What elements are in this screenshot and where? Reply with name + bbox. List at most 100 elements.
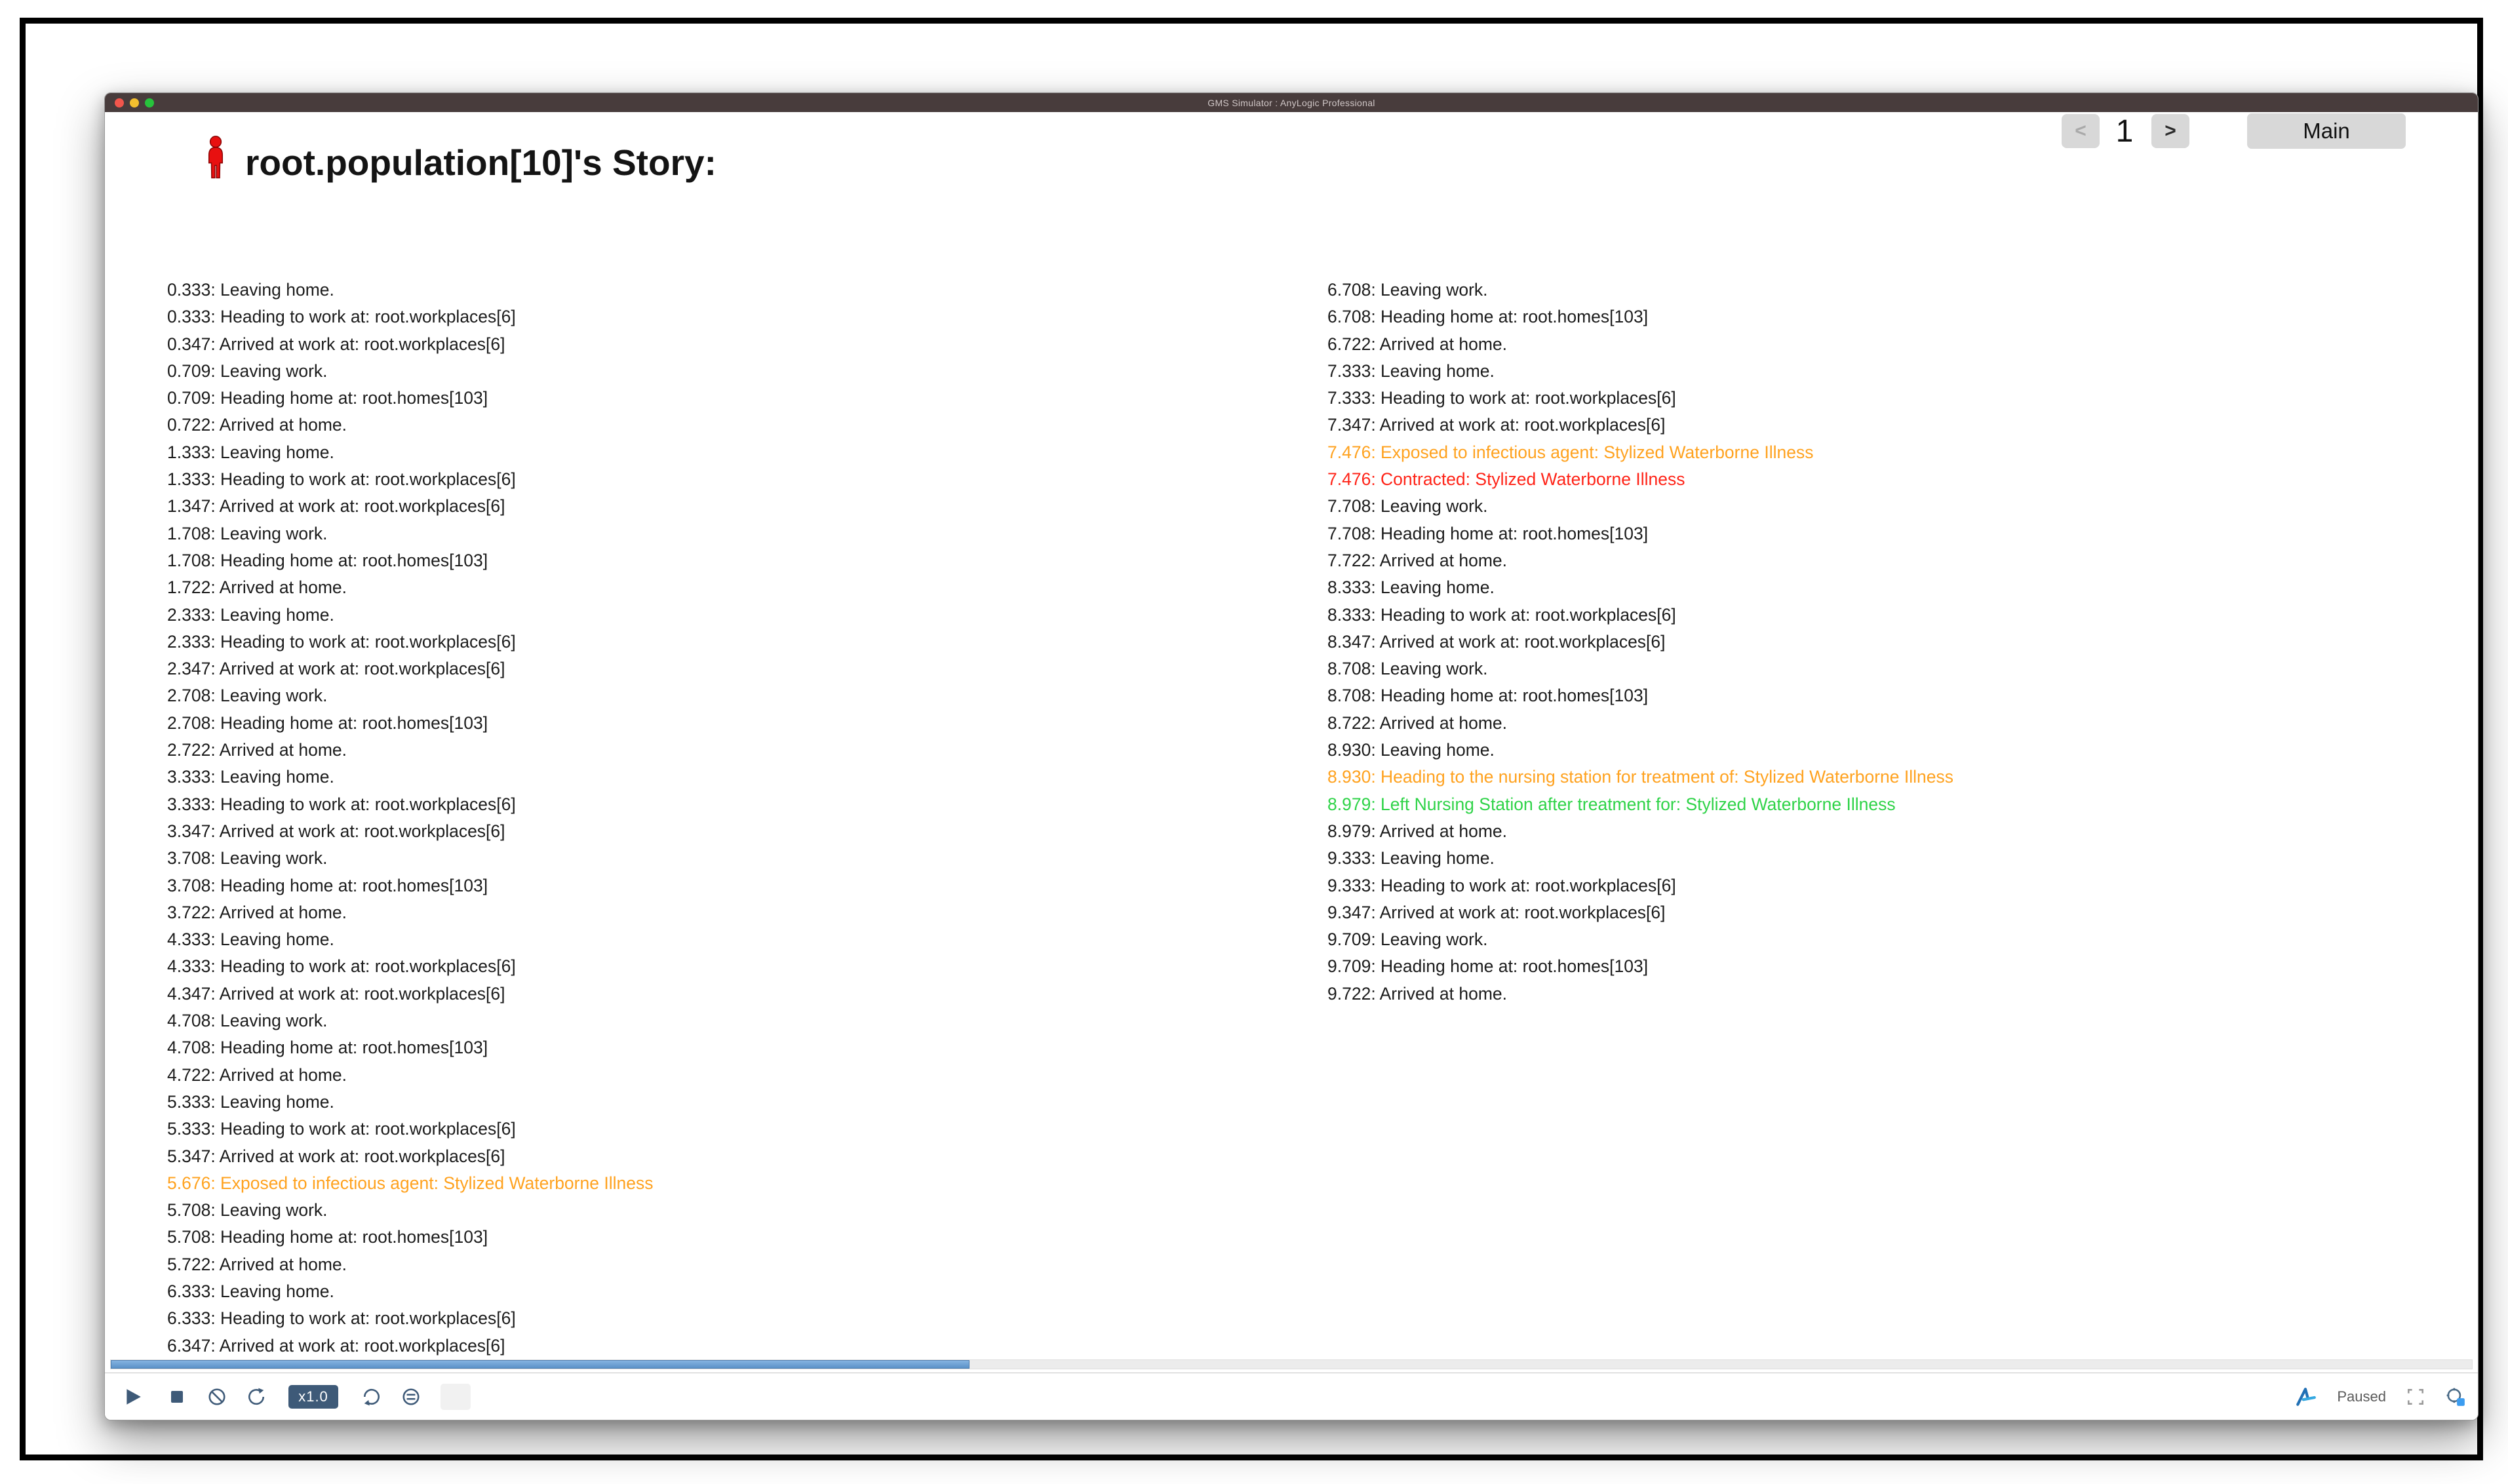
- log-entry: 5.722: Arrived at home.: [167, 1254, 347, 1274]
- page-number: 1: [2115, 113, 2134, 149]
- log-entry: 0.709: Heading home at: root.homes[103]: [167, 388, 488, 408]
- log-entry: 2.722: Arrived at home.: [167, 740, 347, 760]
- main-button[interactable]: Main: [2247, 113, 2406, 149]
- log-entry: 0.333: Leaving home.: [167, 280, 334, 300]
- log-entry: 9.722: Arrived at home.: [1327, 983, 1507, 1004]
- window-titlebar: GMS Simulator : AnyLogic Professional: [105, 93, 2478, 112]
- log-entry: 3.708: Leaving work.: [167, 848, 328, 869]
- inactive-toolbar-button[interactable]: [441, 1383, 471, 1410]
- log-entry: 8.979: Arrived at home.: [1327, 821, 1507, 841]
- simulation-toolbar: x1.0: [105, 1373, 2478, 1420]
- log-entry: 1.347: Arrived at work at: root.workplac…: [167, 496, 505, 517]
- log-entry: 2.333: Heading to work at: root.workplac…: [167, 631, 516, 652]
- log-entry: 8.333: Heading to work at: root.workplac…: [1327, 604, 1676, 625]
- log-entry: 5.347: Arrived at work at: root.workplac…: [167, 1146, 505, 1166]
- log-entry: 7.347: Arrived at work at: root.workplac…: [1327, 415, 1666, 435]
- toolbar-right-group: Paused: [2295, 1373, 2466, 1420]
- log-entry: 1.708: Leaving work.: [167, 523, 328, 543]
- log-entry: 2.347: Arrived at work at: root.workplac…: [167, 659, 505, 679]
- window-title: GMS Simulator : AnyLogic Professional: [1207, 97, 1375, 108]
- log-entry: 3.347: Arrived at work at: root.workplac…: [167, 821, 505, 841]
- log-entry: 4.708: Leaving work.: [167, 1011, 328, 1031]
- log-entry: 8.930: Leaving home.: [1327, 740, 1495, 760]
- zoom-window-button[interactable]: [145, 98, 154, 107]
- rotate-clockwise-icon[interactable]: [246, 1387, 266, 1407]
- story-log-right-column: 6.708: Leaving work. 6.708: Heading home …: [1327, 277, 1953, 1007]
- log-entry: 7.476: Contracted: Stylized Waterborne I…: [1327, 469, 1685, 490]
- log-entry: 4.347: Arrived at work at: root.workplac…: [167, 983, 505, 1004]
- log-entry: 1.722: Arrived at home.: [167, 577, 347, 598]
- log-entry: 9.333: Heading to work at: root.workplac…: [1327, 875, 1676, 895]
- log-entry: 7.708: Leaving work.: [1327, 496, 1488, 517]
- horizontal-scrollbar[interactable]: [110, 1359, 2473, 1369]
- log-entry: 7.722: Arrived at home.: [1327, 550, 1507, 570]
- log-entry: 5.333: Heading to work at: root.workplac…: [167, 1119, 516, 1139]
- log-entry: 3.708: Heading home at: root.homes[103]: [167, 875, 488, 895]
- log-entry: 9.333: Leaving home.: [1327, 848, 1495, 869]
- time-scale-badge[interactable]: x1.0: [288, 1384, 338, 1409]
- page-frame: GMS Simulator : AnyLogic Professional ro…: [20, 18, 2483, 1460]
- developer-panel-icon[interactable]: [2445, 1386, 2466, 1407]
- log-entry: 7.333: Leaving home.: [1327, 361, 1495, 381]
- log-entry: 4.333: Leaving home.: [167, 929, 334, 950]
- app-window: GMS Simulator : AnyLogic Professional ro…: [104, 92, 2479, 1420]
- log-entry: 4.722: Arrived at home.: [167, 1064, 347, 1085]
- log-entry: 7.708: Heading home at: root.homes[103]: [1327, 523, 1649, 543]
- log-entry: 8.930: Heading to the nursing station fo…: [1327, 767, 1954, 787]
- log-entry: 7.333: Heading to work at: root.workplac…: [1327, 388, 1676, 408]
- horizontal-scrollbar-thumb[interactable]: [111, 1360, 970, 1369]
- log-entry: 1.708: Heading home at: root.homes[103]: [167, 550, 488, 570]
- log-entry: 6.708: Leaving work.: [1327, 280, 1488, 300]
- log-entry: 2.333: Leaving home.: [167, 604, 334, 625]
- log-entry: 7.476: Exposed to infectious agent: Styl…: [1327, 442, 1814, 462]
- log-entry: 5.708: Heading home at: root.homes[103]: [167, 1227, 488, 1247]
- prev-page-button[interactable]: <: [2062, 114, 2100, 148]
- fullscreen-icon[interactable]: [2406, 1387, 2425, 1407]
- log-entry: 8.722: Arrived at home.: [1327, 713, 1507, 733]
- log-entry: 6.708: Heading home at: root.homes[103]: [1327, 307, 1649, 327]
- log-entry: 2.708: Heading home at: root.homes[103]: [167, 713, 488, 733]
- log-entry: 3.333: Heading to work at: root.workplac…: [167, 794, 516, 814]
- log-entry: 3.333: Leaving home.: [167, 767, 334, 787]
- status-text: Paused: [2337, 1388, 2386, 1405]
- log-entry: 9.709: Leaving work.: [1327, 929, 1488, 950]
- close-window-button[interactable]: [115, 98, 124, 107]
- person-icon: [208, 136, 224, 179]
- log-entry: 8.708: Heading home at: root.homes[103]: [1327, 686, 1649, 706]
- log-entry: 5.676: Exposed to infectious agent: Styl…: [167, 1173, 654, 1193]
- minimize-window-button[interactable]: [130, 98, 139, 107]
- rotate-arrow-icon[interactable]: [362, 1387, 382, 1407]
- playback-controls: x1.0: [123, 1373, 471, 1420]
- log-entry: 3.722: Arrived at home.: [167, 902, 347, 922]
- log-entry: 1.333: Heading to work at: root.workplac…: [167, 469, 516, 490]
- pause-circle-icon[interactable]: [401, 1387, 421, 1407]
- log-entry: 0.333: Heading to work at: root.workplac…: [167, 307, 516, 327]
- traffic-lights: [115, 98, 154, 107]
- no-realtime-icon[interactable]: [207, 1387, 227, 1407]
- log-entry: 0.709: Leaving work.: [167, 361, 328, 381]
- log-entry: 4.333: Heading to work at: root.workplac…: [167, 956, 516, 977]
- log-entry: 5.333: Leaving home.: [167, 1091, 334, 1112]
- log-entry: 8.708: Leaving work.: [1327, 659, 1488, 679]
- log-entry: 9.347: Arrived at work at: root.workplac…: [1327, 902, 1666, 922]
- log-entry: 6.347: Arrived at work at: root.workplac…: [167, 1335, 505, 1356]
- log-entry: 4.708: Heading home at: root.homes[103]: [167, 1038, 488, 1058]
- next-page-button[interactable]: >: [2151, 114, 2189, 148]
- log-entry: 0.722: Arrived at home.: [167, 415, 347, 435]
- log-entry: 6.722: Arrived at home.: [1327, 334, 1507, 354]
- page-title: root.population[10]'s Story:: [245, 142, 716, 183]
- log-entry: 9.709: Heading home at: root.homes[103]: [1327, 956, 1649, 977]
- log-entry: 5.708: Leaving work.: [167, 1200, 328, 1220]
- log-entry: 2.708: Leaving work.: [167, 686, 328, 706]
- log-entry: 6.333: Leaving home.: [167, 1281, 334, 1301]
- play-button[interactable]: [123, 1387, 143, 1407]
- log-entry: 1.333: Leaving home.: [167, 442, 334, 462]
- anylogic-logo: [2295, 1386, 2317, 1408]
- log-entry: 8.333: Leaving home.: [1327, 577, 1495, 598]
- stop-button[interactable]: [169, 1389, 185, 1405]
- log-entry: 6.333: Heading to work at: root.workplac…: [167, 1308, 516, 1329]
- story-log-left-column: 0.333: Leaving home. 0.333: Heading to wo…: [167, 277, 653, 1359]
- log-entry: 0.347: Arrived at work at: root.workplac…: [167, 334, 505, 354]
- log-entry: 8.979: Left Nursing Station after treatm…: [1327, 794, 1896, 814]
- log-entry: 8.347: Arrived at work at: root.workplac…: [1327, 631, 1666, 652]
